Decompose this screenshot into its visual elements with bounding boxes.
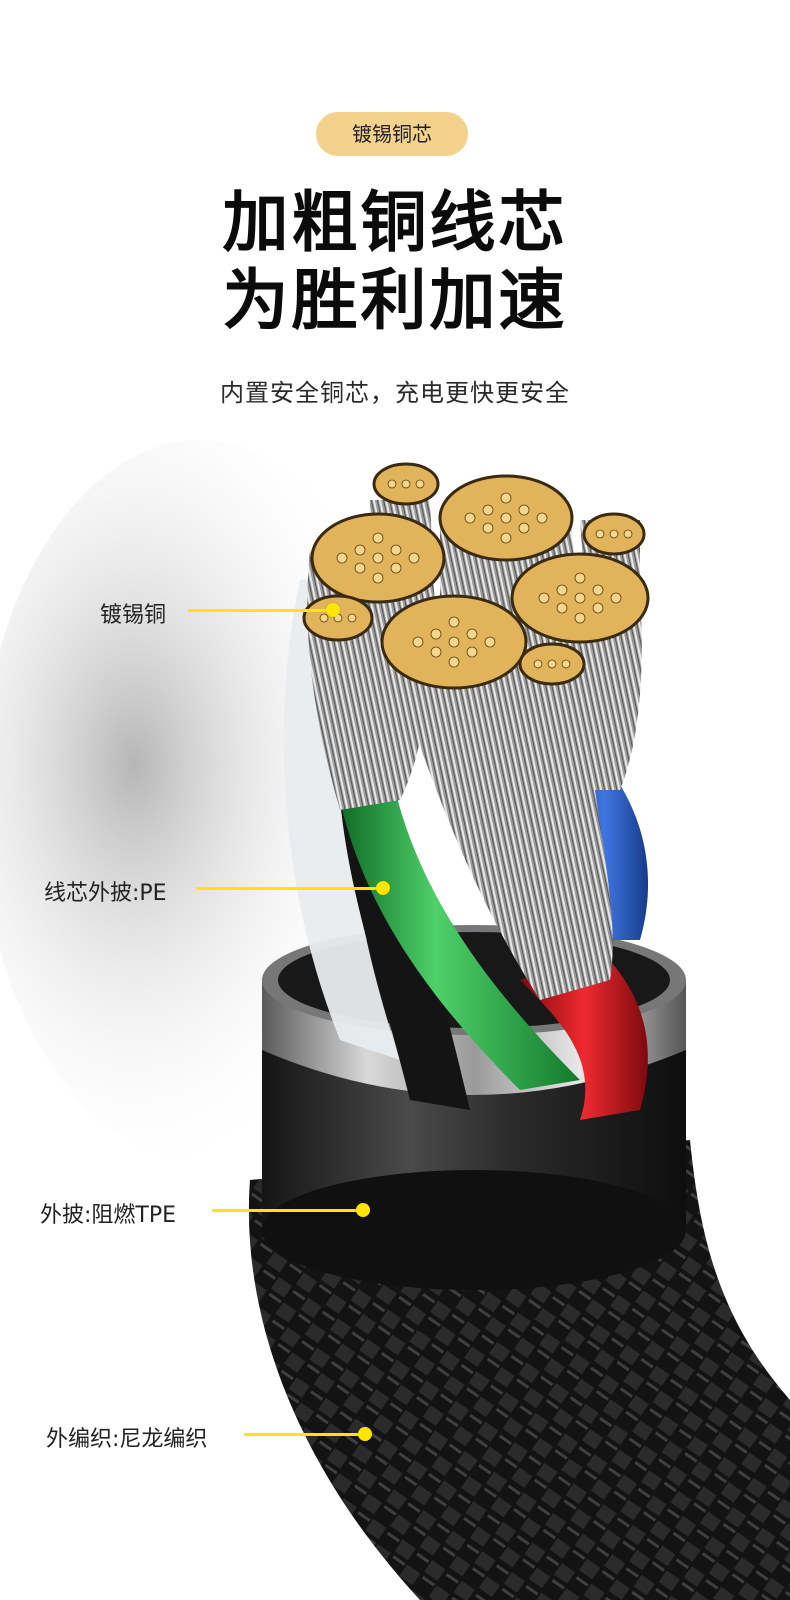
callout-outer-braid-dot (358, 1427, 372, 1441)
headline-line-2: 为胜利加速 (222, 261, 568, 339)
callout-outer-sheath-label: 外披:阻燃TPE (40, 1203, 177, 1228)
callout-outer-braid-leader (244, 1433, 364, 1436)
callout-core-sheath-dot (376, 881, 390, 895)
copper-conductor-ends (302, 462, 650, 690)
callout-core-sheath-leader (196, 887, 382, 890)
headline-line-1: 加粗铜线芯 (222, 183, 568, 261)
subtitle: 内置安全铜芯，充电更快更安全 (220, 379, 570, 407)
callout-outer-sheath-leader (212, 1209, 362, 1212)
callout-tinned-copper-dot (326, 603, 340, 617)
callout-core-sheath-label: 线芯外披:PE (44, 881, 167, 906)
cable-cross-section-illustration (0, 440, 790, 1600)
callout-tinned-copper-leader (188, 609, 334, 612)
callout-outer-sheath-dot (356, 1203, 370, 1217)
callout-outer-braid-label: 外编织:尼龙编织 (46, 1427, 208, 1452)
callout-tinned-copper-label: 镀锡铜 (100, 603, 167, 628)
feature-badge: 镀锡铜芯 (316, 112, 468, 156)
